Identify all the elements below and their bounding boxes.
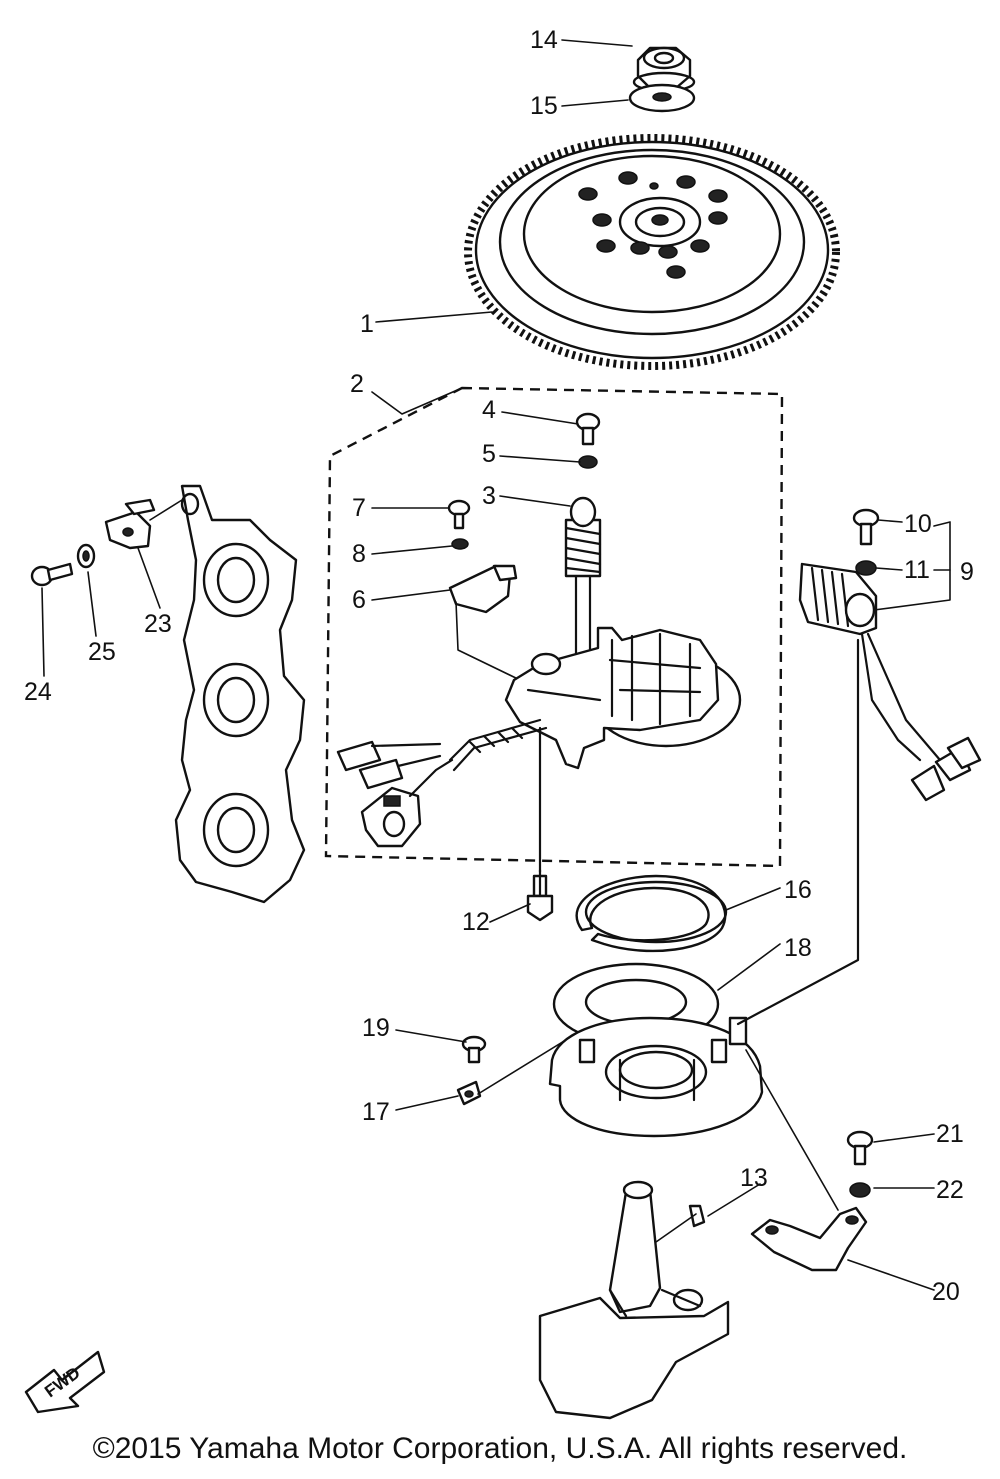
part-17-clip — [456, 1080, 482, 1106]
part-6-pulser-coil — [448, 564, 521, 681]
part-22-washer — [849, 1182, 871, 1198]
part-20-bracket — [750, 1206, 868, 1272]
callout-21: 21 — [936, 1120, 964, 1148]
callout-11: 11 — [904, 556, 930, 584]
part-14-nut — [632, 46, 696, 93]
callout-16: 16 — [784, 876, 812, 904]
callout-7: 7 — [352, 494, 366, 522]
part-2-stator-assembly-box — [324, 386, 784, 868]
part-9-rectifier — [736, 562, 982, 1026]
part-25-washer — [76, 543, 96, 569]
callout-25: 25 — [88, 638, 116, 666]
stator-body — [504, 626, 742, 770]
part-1-flywheel — [464, 134, 840, 370]
shaft — [538, 1180, 730, 1420]
callout-19: 19 — [362, 1014, 390, 1042]
part-19-screw — [461, 1035, 487, 1064]
callout-6: 6 — [352, 586, 366, 614]
callout-labels: 14 15 1 2 4 5 3 7 8 6 10 11 9 23 25 24 1… — [24, 26, 974, 1306]
callout-8: 8 — [352, 540, 366, 568]
part-11-washer — [855, 560, 877, 576]
callout-23: 23 — [144, 610, 172, 638]
part-16-ring — [575, 874, 728, 953]
copyright-notice: ©2015 Yamaha Motor Corporation, U.S.A. A… — [92, 1432, 908, 1465]
part-7-screw — [447, 499, 471, 530]
part-4-screw — [575, 412, 601, 446]
base-retainer — [548, 1016, 764, 1138]
part-8-washer — [451, 538, 469, 550]
callout-10: 10 — [904, 510, 932, 538]
part-12-bolt — [526, 868, 554, 922]
part-5-washer — [578, 455, 598, 469]
callout-2: 2 — [350, 370, 364, 398]
leader-lines — [41, 39, 951, 1291]
callout-5: 5 — [482, 440, 496, 468]
callout-3: 3 — [482, 482, 496, 510]
part-10-bolt — [852, 508, 880, 546]
fwd-arrow-badge: FWD — [24, 1350, 106, 1414]
callout-12: 12 — [462, 908, 490, 936]
part-13-key — [688, 1204, 706, 1228]
callout-4: 4 — [482, 396, 496, 424]
part-24-screw — [30, 562, 74, 587]
callout-24: 24 — [24, 678, 52, 706]
part-23-clip — [104, 498, 183, 550]
part-3-coil — [564, 496, 602, 674]
callout-22: 22 — [936, 1176, 964, 1204]
callout-14: 14 — [530, 26, 558, 54]
callout-20: 20 — [932, 1278, 960, 1306]
part-15-washer — [628, 83, 696, 113]
callout-9: 9 — [960, 558, 974, 586]
callout-18: 18 — [784, 934, 812, 962]
callout-13: 13 — [740, 1164, 768, 1192]
callout-17: 17 — [362, 1098, 390, 1126]
callout-1: 1 — [360, 310, 374, 338]
cylinder-block-cover — [174, 484, 306, 904]
callout-15: 15 — [530, 92, 558, 120]
stator-harness — [336, 718, 548, 874]
part-21-bolt — [846, 1130, 874, 1166]
